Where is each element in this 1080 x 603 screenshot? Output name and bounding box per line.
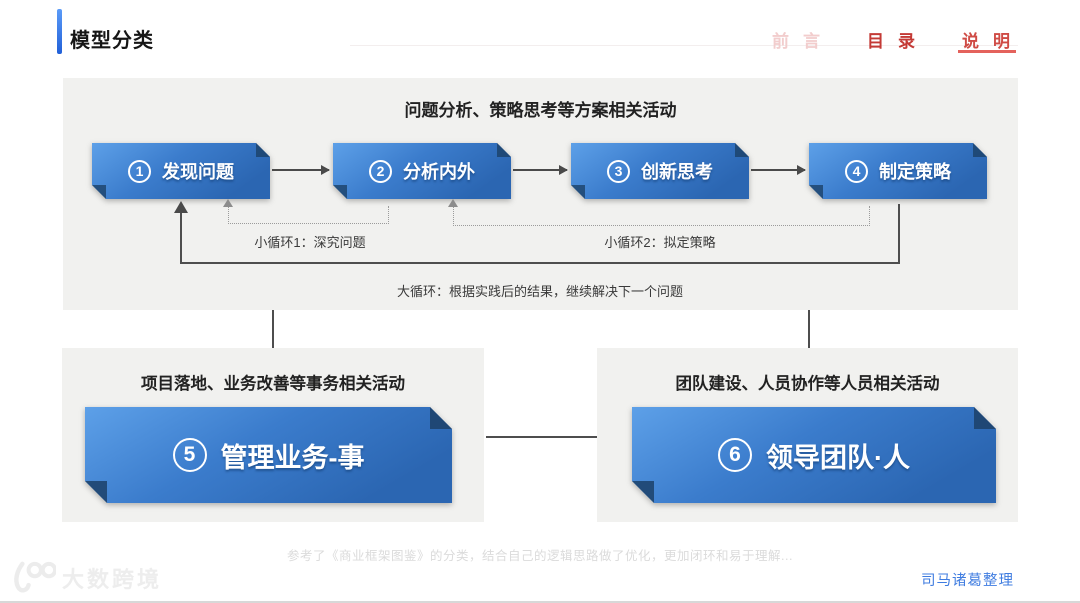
right-arrow-icon — [751, 165, 806, 175]
up-arrow-icon — [223, 199, 233, 207]
step-box-1: 1 发现问题 — [92, 143, 270, 199]
nav-item-shuoming[interactable]: 说明 — [962, 32, 1024, 51]
big-loop-label: 大循环：根据实践后的结果，继续解决下一个问题 — [396, 284, 683, 299]
step-label: 创新思考 — [641, 162, 713, 182]
nav-active-underline — [958, 50, 1016, 53]
nav-item-mulu[interactable]: 目录 — [867, 32, 929, 51]
top-panel-title: 问题分析、策略思考等方案相关活动 — [404, 101, 677, 120]
chevron-shape — [571, 143, 749, 199]
step-number-circle: 4 — [845, 159, 868, 183]
step-label: 制定策略 — [879, 162, 951, 182]
step-number-circle: 5 — [172, 438, 207, 472]
step-box-3: 3 创新思考 — [571, 143, 749, 199]
up-arrow-icon — [174, 201, 188, 213]
small-loop2-path — [453, 206, 870, 226]
connector-right-vertical — [808, 310, 810, 348]
title-accent-bar — [57, 9, 62, 54]
connector-left-vertical — [272, 310, 274, 348]
step-number-circle: 3 — [607, 159, 630, 183]
step-box-2: 2 分析内外 — [333, 143, 511, 199]
right-arrow-icon — [513, 165, 568, 175]
step-label: 发现问题 — [162, 162, 234, 182]
chevron-shape — [632, 407, 996, 503]
page-title: 模型分类 — [70, 30, 154, 52]
small-loop1-label: 小循环1：深究问题 — [254, 235, 366, 250]
nav-item-qianyan[interactable]: 前言 — [772, 32, 834, 51]
credit-text: 司马诸葛整理 — [921, 573, 1014, 589]
small-loop2-label: 小循环2：拟定策略 — [604, 235, 716, 250]
connector-horizontal — [486, 436, 597, 438]
bottom-right-panel-title: 团队建设、人员协作等人员相关活动 — [675, 375, 940, 393]
footer-note: 参考了《商业框架图鉴》的分类，结合自己的逻辑思路做了优化，更加闭环和易于理解..… — [287, 549, 793, 563]
step-box-5: 5 管理业务-事 — [85, 407, 452, 503]
step-number-circle: 6 — [718, 438, 752, 472]
step-box-6: 6 领导团队·人 — [632, 407, 996, 503]
header-divider — [350, 45, 1018, 46]
step-label: 管理业务-事 — [220, 442, 365, 473]
chevron-shape — [85, 407, 452, 503]
chevron-shape — [92, 143, 270, 199]
step-box-4: 4 制定策略 — [809, 143, 987, 199]
watermark-logo-icon — [14, 561, 56, 593]
chevron-shape — [333, 143, 511, 199]
step-number-circle: 2 — [369, 159, 392, 183]
step-number-circle: 1 — [128, 159, 151, 183]
step-label: 领导团队·人 — [766, 442, 910, 473]
big-loop-path — [180, 204, 900, 264]
watermark-text: 大数跨境 — [62, 567, 163, 592]
right-arrow-icon — [272, 165, 330, 175]
small-loop1-path — [228, 206, 389, 224]
chevron-shape — [809, 143, 987, 199]
watermark: 大数跨境 — [10, 560, 162, 596]
bottom-left-panel-title: 项目落地、业务改善等事务相关活动 — [141, 375, 405, 393]
step-label: 分析内外 — [403, 162, 475, 182]
up-arrow-icon — [448, 199, 458, 207]
